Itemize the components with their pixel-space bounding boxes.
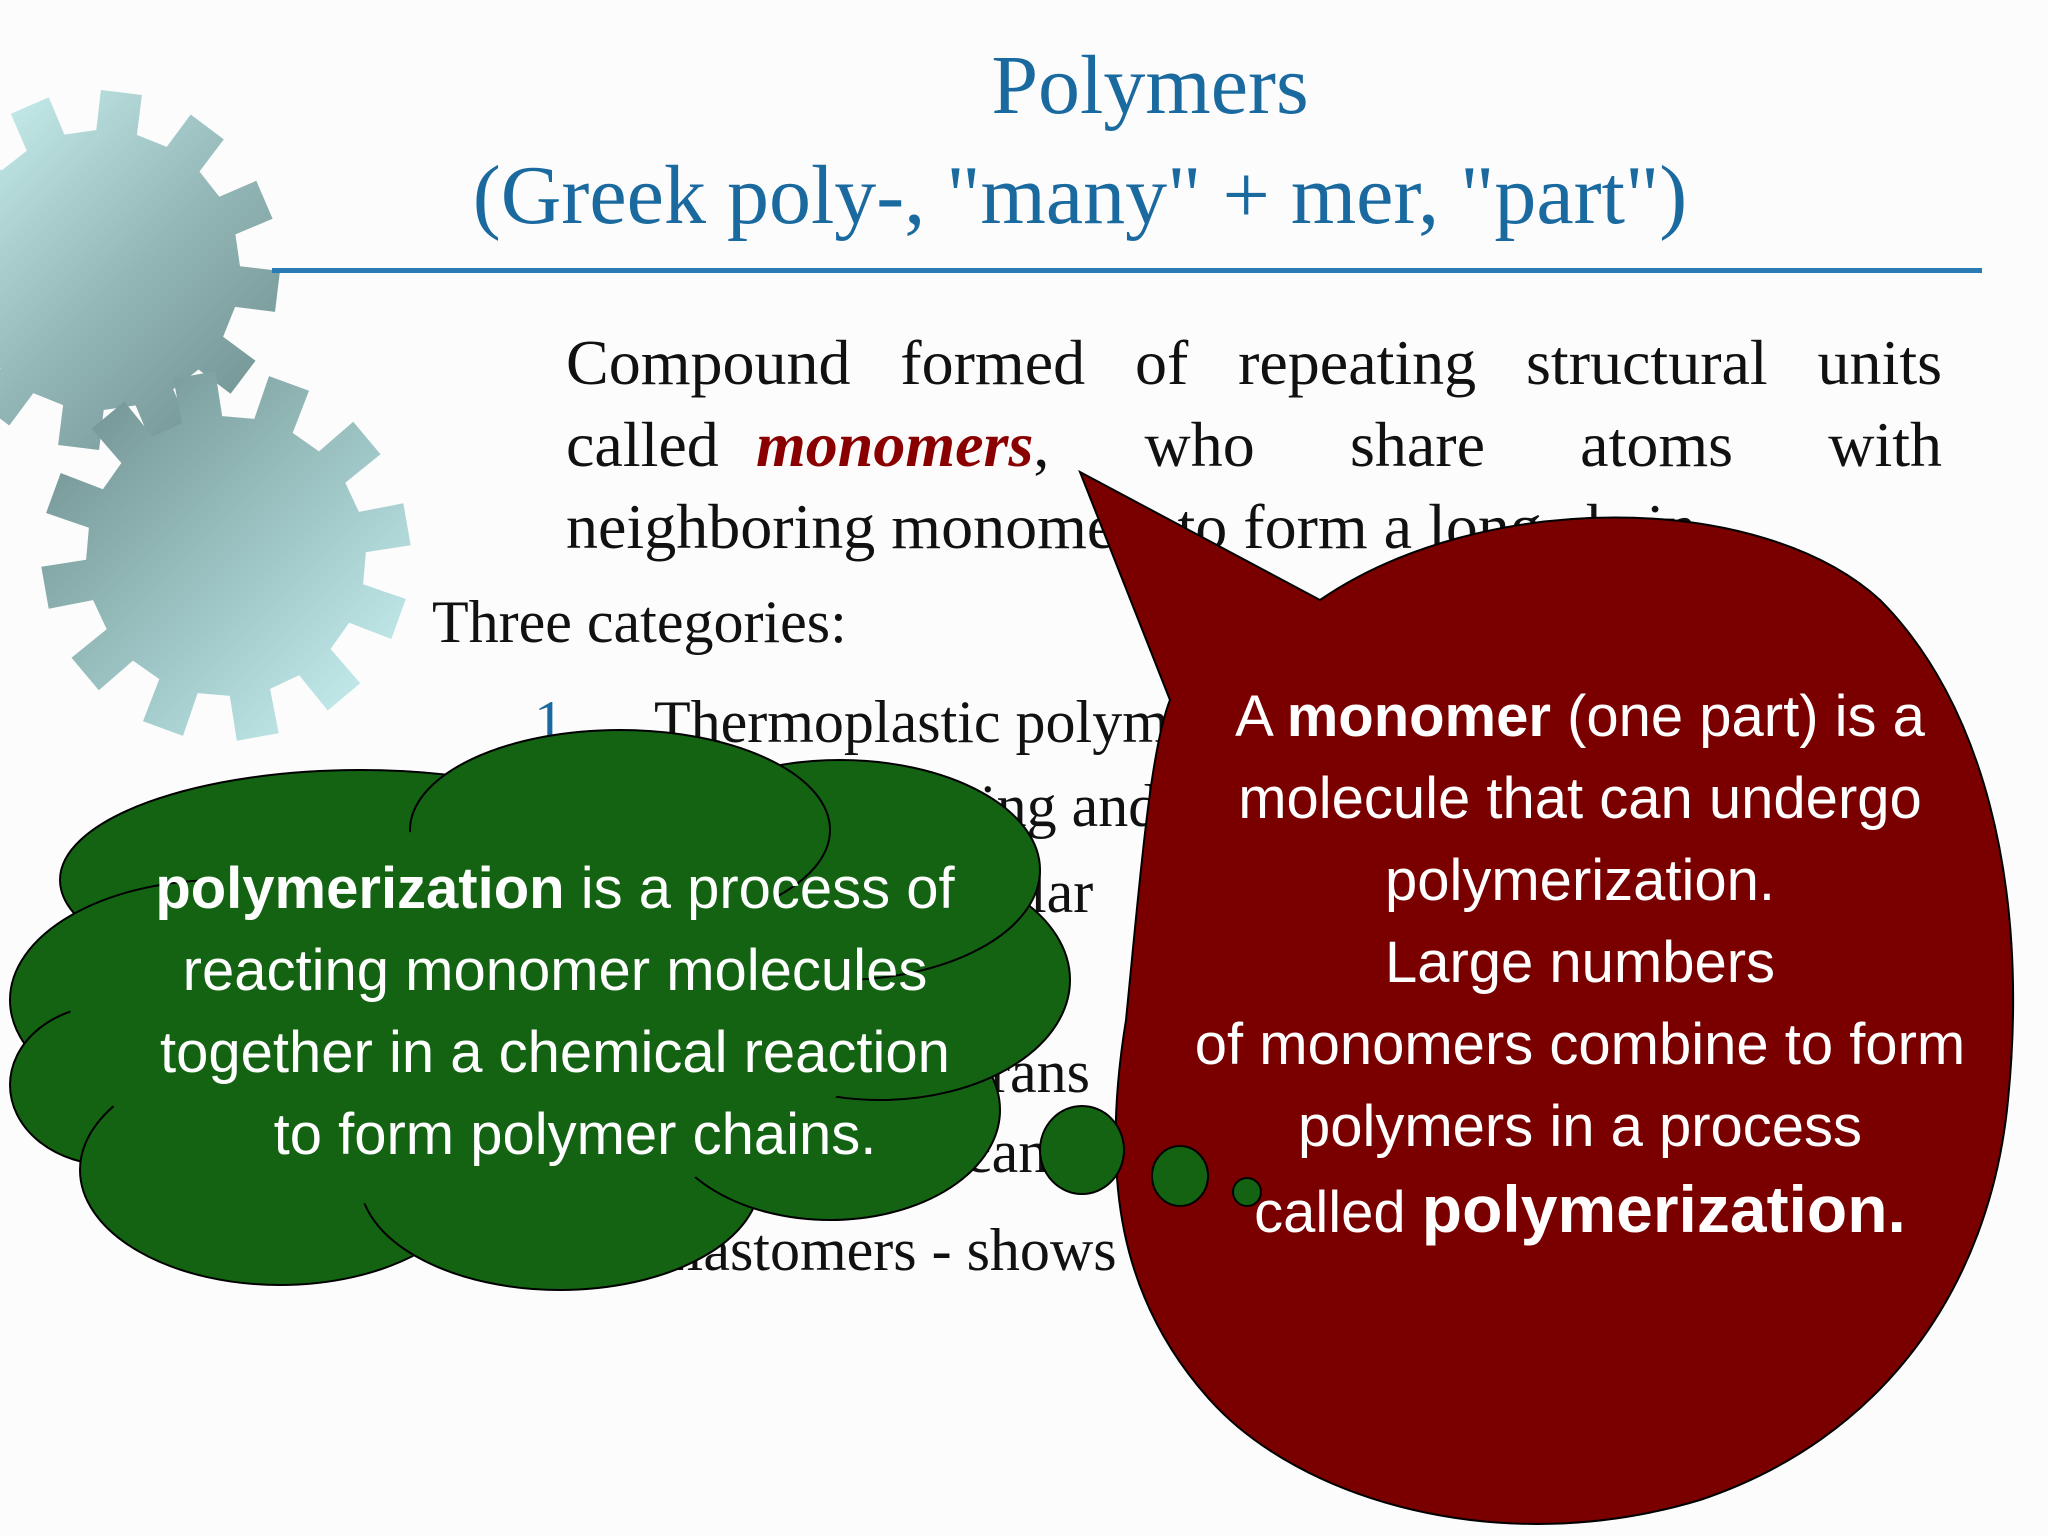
cloud-line-2: reacting monomer molecules: [182, 938, 928, 1003]
speech-term-polymerization: polymerization.: [1421, 1172, 1906, 1246]
thought-dots: [1039, 1105, 1262, 1207]
cloud-line-1: polymerization is a process of: [140, 848, 970, 930]
speech-line-1-rest: (one part) is a: [1550, 684, 1925, 749]
slide-title: Polymers: [991, 39, 1309, 132]
definition-line-2-rest: , who share atoms with: [1033, 409, 1942, 480]
categories-heading: Three categories:: [432, 589, 847, 655]
speech-a: A: [1235, 684, 1287, 749]
gears-decoration: [0, 90, 411, 741]
cloud-callout-text: polymerization is a process of reacting …: [140, 848, 970, 1176]
speech-bubble-text: A monomer (one part) is a molecule that …: [1130, 676, 2030, 1254]
speech-called: called: [1254, 1180, 1422, 1245]
gear-lower-shape: [41, 371, 411, 741]
gear-upper-shape: [0, 90, 280, 450]
thought-dot-large: [1039, 1105, 1125, 1195]
cloud-line-4: to form polymer chains.: [273, 1102, 877, 1167]
definition-line-1: Compound formed of repeating structural …: [566, 327, 1942, 398]
term-monomers: monomers: [755, 409, 1034, 480]
gear-lower-icon: [41, 371, 411, 741]
speech-bubble-shape: [1078, 469, 2015, 1525]
thought-dot-medium: [1151, 1145, 1209, 1207]
gear-upper-icon: [0, 90, 280, 450]
speech-line-3: polymerization.: [1384, 848, 1776, 913]
thought-dot-small: [1232, 1177, 1262, 1207]
speech-line-2: molecule that can undergo: [1238, 766, 1922, 831]
cloud-line-1-rest: is a process of: [564, 856, 955, 921]
title-divider: [272, 268, 1982, 273]
definition-line-2: called monomers, who share atoms with: [566, 404, 1942, 486]
speech-line-5: of monomers combine to form: [1194, 1012, 1966, 1077]
speech-line-4: Large numbers: [1384, 930, 1776, 995]
cloud-line-3: together in a chemical reaction: [160, 1020, 950, 1085]
speech-line-6: polymers in a process: [1297, 1094, 1863, 1159]
definition-called: called: [566, 409, 719, 480]
speech-term-monomer: monomer: [1286, 684, 1551, 749]
cloud-callout-shape: [9, 729, 1071, 1291]
cloud-term-polymerization: polymerization: [155, 856, 565, 921]
slide-subtitle: (Greek poly-, "many" + mer, "part"): [472, 149, 1688, 242]
speech-line-7: called polymerization.: [1130, 1168, 2030, 1254]
speech-line-1: A monomer (one part) is a: [1130, 676, 2030, 758]
